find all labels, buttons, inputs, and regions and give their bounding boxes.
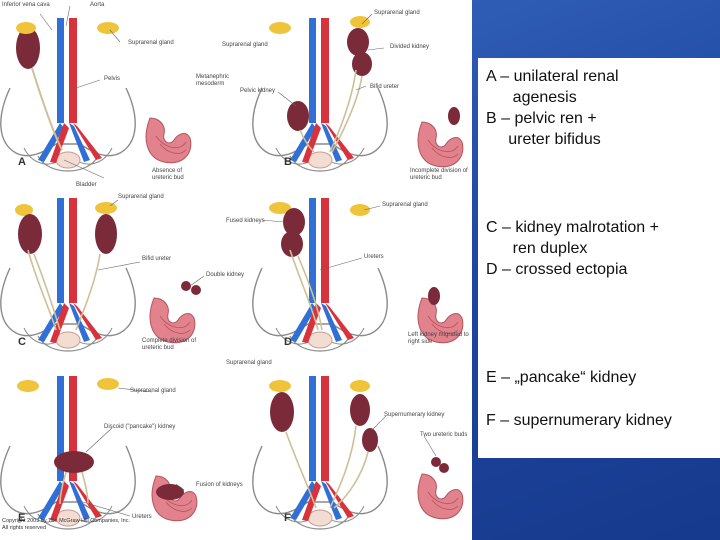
label-fused-kidneys: Fused kidneys [226,218,265,224]
panel-b [252,13,464,172]
suprarenal-gland-icon [95,202,117,214]
caption-ab-line-2: agenesis [486,89,577,106]
panel-a [0,5,192,179]
pelvic-kidney-icon [287,101,309,131]
supernumerary-kidney-icon [362,428,378,452]
copyright-note: Copyright 2003 by The McGraw Hill Compan… [2,518,130,532]
label-metanephric-mesoderm: Metanephric mesoderm [196,74,230,87]
caption-ab-line-3: B – pelvic ren + [486,110,597,127]
label-suprarenal-gland: Suprarenal gland [130,388,176,394]
panel-letter-c: C [18,336,26,348]
label-ureters: Ureters [132,514,152,520]
caption-e-line: E – „pancake“ kidney [486,369,637,386]
label-supernumerary-kidney: Supernumerary kidney [384,412,445,418]
label-divided-kidney: Divided kidney [390,44,430,50]
panel-c [0,198,205,352]
label-discoid-kidney: Discoid ("pancake") kidney [104,424,176,430]
label-pelvis: Pelvis [104,76,121,82]
label-ureters: Ureters [364,254,384,260]
divided-kidney-upper-icon [347,28,369,56]
label-inferior-vena-cava: Inferior vena cava [2,2,50,8]
panel-letter-e: E [18,512,26,524]
panel-e [0,376,198,530]
panel-letter-f: F [284,512,291,524]
label-suprarenal-gland-left: Suprarenal gland [222,42,268,48]
suprarenal-gland-icon [269,380,291,392]
caption-ab-line-1: A – unilateral renal [486,68,619,85]
label-bladder: Bladder [76,182,97,188]
suprarenal-gland-icon [350,16,370,28]
kidney-icon [18,214,42,254]
label-two-ureteric-buds: Two ureteric buds [420,432,468,438]
kidney-icon [16,27,40,69]
label-suprarenal-gland: Suprarenal gland [118,194,164,200]
label-pelvic-kidney: Pelvic kidney [240,88,276,94]
label-incomplete-division: Incomplete division of ureteric bud [410,168,468,181]
copyright-line-1: Copyright 2003 by The McGraw Hill Compan… [2,518,130,524]
caption-cd-line-3: D – crossed ectopia [486,261,628,278]
pancake-kidney-icon [54,451,94,473]
label-left-kidney-migrated: Left kidney migrated to right side [408,332,469,345]
suprarenal-gland-icon [16,22,36,34]
copyright-line-2: All rights reserved [2,525,47,531]
double-kidney-icon [95,214,117,254]
label-bifid-ureter: Bifid ureter [142,256,172,262]
label-suprarenal-gland: Suprarenal gland [382,202,428,208]
label-absence-ureteric-bud: Absence of ureteric bud [152,168,184,181]
suprarenal-gland-icon [15,204,33,216]
label-fusion-of-kidneys: Fusion of kidneys [196,482,243,488]
fused-kidney-upper-icon [283,208,305,236]
suprarenal-gland-icon [97,22,119,34]
label-suprarenal-gland-top: Suprarenal gland [226,360,272,366]
caption-box [478,58,720,458]
divided-kidney-lower-icon [352,52,372,76]
suprarenal-gland-icon [350,204,370,216]
label-aorta: Aorta [90,2,105,8]
fused-kidney-lower-icon [281,231,303,257]
panel-letter-a: A [18,156,26,168]
kidney-icon [270,392,294,432]
panel-d [252,198,464,352]
panel-letter-b: B [284,156,292,168]
suprarenal-gland-icon [269,22,291,34]
label-bifid-ureter: Bifid ureter [370,84,400,90]
label-suprarenal-gland: Suprarenal gland [128,40,174,46]
label-complete-division: Complete division of ureteric bud [142,338,197,351]
label-suprarenal-gland-top: Suprarenal gland [374,10,420,16]
label-double-kidney: Double kidney [206,272,245,278]
panel-letter-d: D [284,336,292,348]
figure-area [0,0,472,540]
caption-ab-line-4: ureter bifidus [486,131,601,148]
panel-f [252,376,464,530]
caption-cd-line-2: ren duplex [486,240,588,257]
caption-f-line: F – supernumerary kidney [486,412,672,429]
suprarenal-gland-icon [97,378,119,390]
anomalies-figure [0,5,464,530]
suprarenal-gland-icon [269,202,291,214]
suprarenal-gland-icon [17,380,39,392]
caption-cd-line-1: C – kidney malrotation + [486,219,659,236]
suprarenal-gland-icon [350,380,370,392]
kidney-icon [350,394,370,426]
